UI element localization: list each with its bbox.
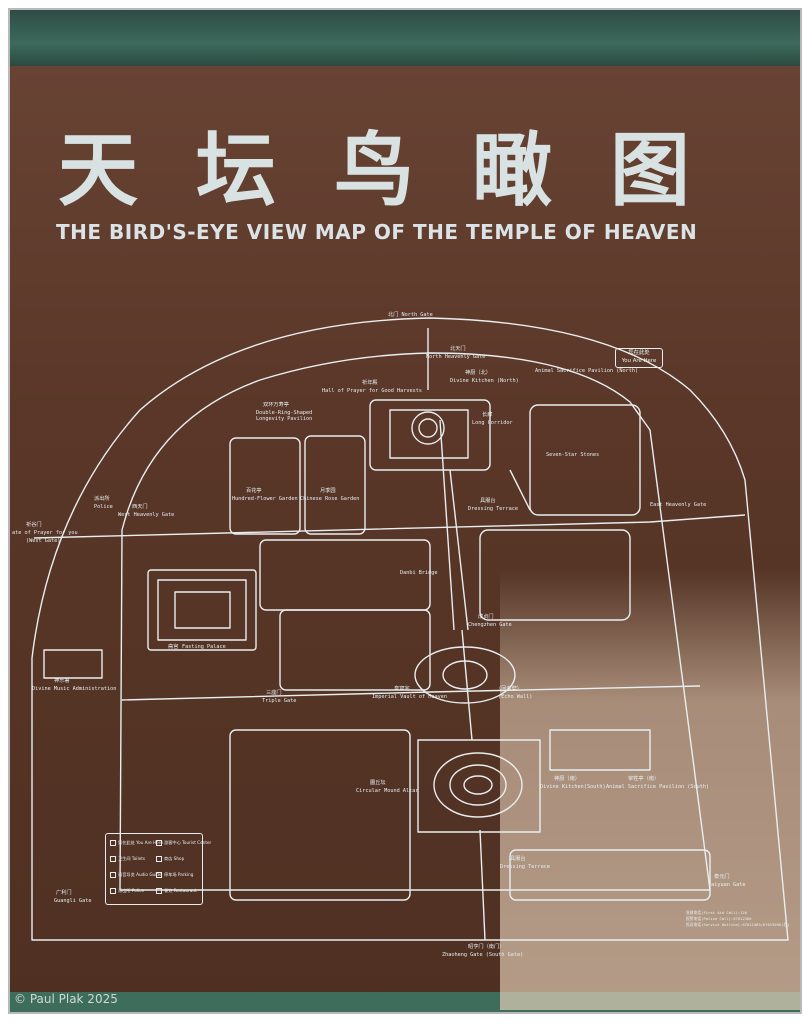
label-animal-south-cn: 宰牲亭（南） bbox=[628, 776, 660, 782]
label-west-gate-cn: 祈谷门 bbox=[26, 522, 42, 528]
label-west-heavenly-en: West Heavenly Gate bbox=[118, 512, 175, 518]
label-mound-altar-cn: 圜丘坛 bbox=[370, 780, 386, 786]
imperial-vault-ring bbox=[414, 646, 516, 704]
legend-item: 商店 Shop bbox=[156, 856, 184, 862]
label-west-heavenly-cn: 西天门 bbox=[132, 504, 148, 510]
hotline-service: 投诉电话(Service Hotline):67012483/67013036(… bbox=[686, 922, 790, 927]
label-seven-star: Seven-Star Stones bbox=[546, 452, 600, 458]
label-dressing-terrace-south-en: Dressing Terrace bbox=[500, 864, 550, 870]
label-echo-wall-cn: （回音壁） bbox=[496, 686, 522, 692]
label-prayer-hall-en: Hall of Prayer for Good Harvests bbox=[322, 388, 422, 394]
label-hundred-flower-en: Hundred-Flower Garden bbox=[232, 496, 298, 502]
label-vault-en: Imperial Vault of Heaven bbox=[372, 694, 447, 700]
label-police-en: Police bbox=[94, 504, 113, 510]
title-english: THE BIRD'S-EYE VIEW MAP OF THE TEMPLE OF… bbox=[56, 220, 698, 244]
label-kitchen-north-cn: 神厨（北） bbox=[465, 370, 491, 376]
label-double-ring-en1: Double-Ring-Shaped bbox=[256, 410, 313, 416]
legend-item: 派出所 Police bbox=[110, 888, 144, 894]
light-glare bbox=[500, 570, 800, 1010]
label-rose-garden-en: Chinese Rose Garden bbox=[300, 496, 360, 502]
restaurant-icon bbox=[156, 888, 162, 894]
label-police-cn: 派出所 bbox=[94, 496, 110, 502]
fasting-palace bbox=[147, 569, 257, 651]
toilet-icon bbox=[110, 856, 116, 862]
map-legend: 您在此处 You Are Here 游客中心 Tourist Center 卫生… bbox=[105, 833, 211, 905]
outer-wall bbox=[31, 317, 789, 941]
legend-item: 停车场 Parking bbox=[156, 872, 193, 878]
info-icon bbox=[156, 840, 162, 846]
label-rose-garden-cn: 月季园 bbox=[320, 488, 336, 494]
legend-item: 游客中心 Tourist Center bbox=[156, 840, 211, 846]
label-double-ring-cn: 双环万寿亭 bbox=[263, 402, 289, 408]
hotline-first-aid: 急救电话(First Aid Call):120 bbox=[686, 910, 747, 915]
music-admin bbox=[43, 649, 103, 679]
label-animal-pavilion-north: Animal Sacrifice Pavilion (North) bbox=[535, 368, 639, 374]
hotline-numbers: 急救电话(First Aid Call):120 报警电话(Police Cal… bbox=[686, 910, 790, 928]
label-prayer-hall-cn: 祈年殿 bbox=[362, 380, 378, 386]
cross-wall bbox=[33, 514, 746, 539]
you-are-here-marker: 您在此处 You Are Here bbox=[615, 348, 663, 368]
green-top-trim bbox=[10, 10, 800, 66]
label-zhaoheng-en: Zhaoheng Gate (South Gate) bbox=[442, 952, 524, 958]
label-west-gate-en2: (West Gate) bbox=[26, 538, 61, 544]
hotline-police: 报警电话(Police Call):67012306 bbox=[686, 916, 752, 921]
mound-altar-square bbox=[417, 739, 541, 833]
police-icon bbox=[110, 888, 116, 894]
label-zhaoheng-cn: 昭亨门（南门） bbox=[468, 944, 505, 950]
label-taiyuan-en: Taiyuan Gate bbox=[708, 882, 746, 888]
temple-map-drawing bbox=[31, 317, 789, 941]
label-dressing-terrace-en: Dressing Terrace bbox=[468, 506, 518, 512]
label-north-heavenly-gate-cn: 北天门 bbox=[450, 346, 466, 352]
prayer-hall-compound bbox=[369, 399, 491, 471]
label-chengzhen-en: Chengzhen Gate bbox=[468, 622, 512, 628]
label-triple-gate-cn: 三座门 bbox=[266, 690, 282, 696]
label-vault-cn: 皇穹宇 bbox=[394, 686, 410, 692]
audio-guide-icon bbox=[110, 872, 116, 878]
label-echo-wall-en: (Echo Wall) bbox=[498, 694, 533, 700]
label-triple-gate-en: Triple Gate bbox=[262, 698, 297, 704]
pin-icon bbox=[110, 840, 116, 846]
label-kitchen-south-cn: 神厨（南） bbox=[554, 776, 580, 782]
label-danbi-bridge: Danbi Bridge bbox=[400, 570, 438, 576]
legend-item: 卫生间 Toilets bbox=[110, 856, 145, 862]
label-fasting-palace-cn: 斋宫 bbox=[168, 644, 179, 650]
label-guangli-cn: 广利门 bbox=[56, 890, 72, 896]
shop-icon bbox=[156, 856, 162, 862]
label-east-gate-en: East Heavenly Gate bbox=[650, 502, 707, 508]
label-long-corridor-cn: 长廊 bbox=[482, 412, 493, 418]
label-hundred-flower-cn: 百花亭 bbox=[246, 488, 262, 494]
photo-frame: 天坛鸟瞰图 THE BIRD'S-EYE VIEW MAP OF THE TEM… bbox=[8, 8, 802, 1014]
legend-item: 您在此处 You Are Here bbox=[110, 840, 163, 846]
label-dressing-terrace-south-cn: 具服台 bbox=[510, 856, 526, 862]
parking-icon bbox=[156, 872, 162, 878]
label-north-gate: 北门 North Gate bbox=[388, 312, 433, 318]
inner-wall bbox=[119, 352, 711, 891]
label-kitchen-south-en: Divine Kitchen(South) bbox=[540, 784, 606, 790]
label-double-ring-en2: Longevity Pavilion bbox=[256, 416, 313, 422]
label-north-heavenly-gate-en: North Heavenly Gate bbox=[426, 354, 486, 360]
label-taiyuan-cn: 泰元门 bbox=[714, 874, 730, 880]
label-kitchen-north-en: Divine Kitchen (North) bbox=[450, 378, 519, 384]
central-axis bbox=[427, 328, 486, 941]
label-guangli-en: Guangli Gate bbox=[54, 898, 92, 904]
legend-item: 餐饮 Restaurant bbox=[156, 888, 197, 894]
legend-item: 语音导览 Audio Guide bbox=[110, 872, 162, 878]
you-are-here-cn: 您在此处 bbox=[628, 350, 650, 356]
label-dressing-terrace-cn: 具服台 bbox=[480, 498, 496, 504]
label-long-corridor-en: Long Corridor bbox=[472, 420, 513, 426]
label-animal-south-en: Animal Sacrifice Pavilion (South) bbox=[606, 784, 710, 790]
label-chengzhen-cn: 成贞门 bbox=[478, 614, 494, 620]
title-chinese: 天坛鸟瞰图 bbox=[58, 124, 748, 217]
middle-wall bbox=[121, 685, 701, 701]
label-mound-altar-en: Circular Mound Altar bbox=[356, 788, 419, 794]
you-are-here-en: You Are Here bbox=[621, 358, 657, 364]
photo-watermark: © Paul Plak 2025 bbox=[14, 992, 118, 1006]
label-fasting-palace-en: Fasting Palace bbox=[182, 644, 226, 650]
label-west-gate-en1: ate of Prayer for you bbox=[12, 530, 78, 536]
label-music-admin-en: Divine Music Administration bbox=[32, 686, 117, 692]
label-music-admin-cn: 神乐署 bbox=[54, 678, 70, 684]
